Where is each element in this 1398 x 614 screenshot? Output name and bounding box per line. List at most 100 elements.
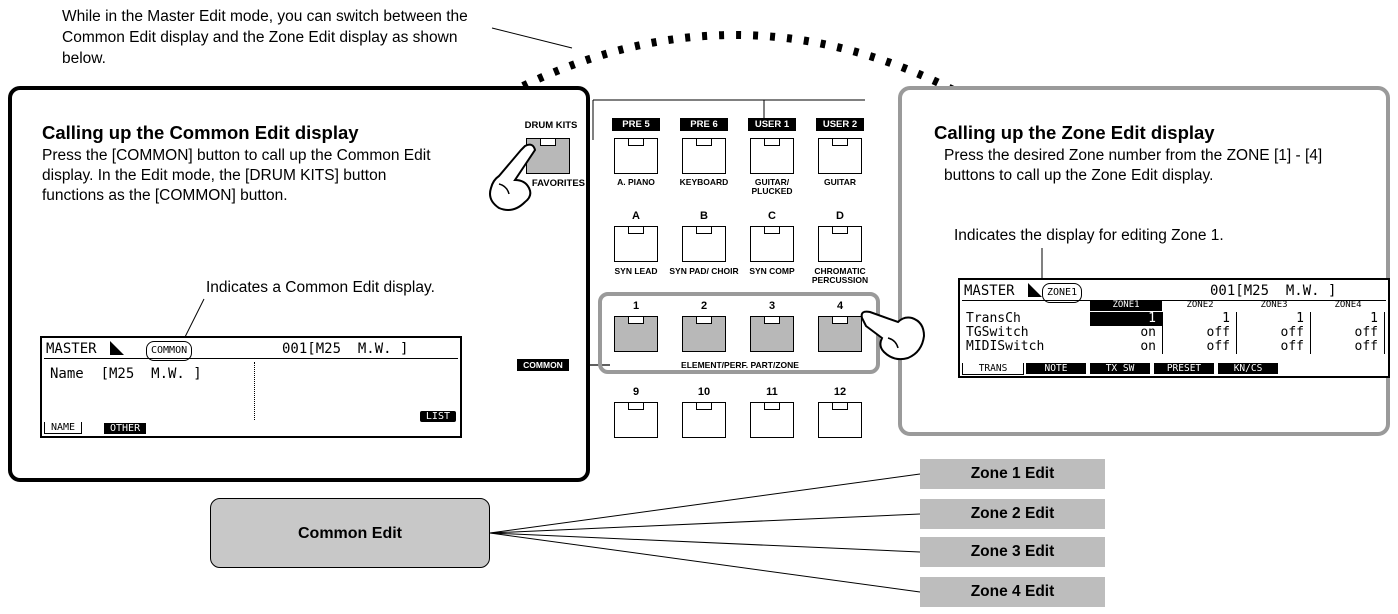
letter-button-2[interactable]	[682, 226, 726, 262]
zone-param-value[interactable]: 1	[1090, 312, 1163, 326]
zone-column-2: ZONE2	[1186, 300, 1214, 310]
drum-kits-button[interactable]	[526, 138, 570, 174]
zone-lcd-tab-1[interactable]: TRANS	[962, 363, 1024, 375]
tree-line-zone1	[489, 473, 921, 534]
letter-category-label-1: SYN LEAD	[614, 266, 658, 276]
zone4-edit-node: Zone 4 Edit	[920, 577, 1105, 607]
intro-text: While in the Master Edit mode, you can s…	[62, 8, 468, 67]
zone-button-4[interactable]	[818, 316, 862, 352]
zone-edit-lcd: MASTER ZONE1 001[M25 M.W. ] ZONE1 ZONE2 ZO…	[958, 278, 1390, 378]
lcd-tab-name[interactable]: NAME	[44, 422, 83, 434]
bank-tag-3: USER 1	[748, 118, 796, 131]
number-label-10: 10	[697, 386, 711, 398]
lcd-common-tag: COMMON	[146, 341, 193, 361]
number-button-10[interactable]	[682, 402, 726, 438]
zone-column-4: ZONE4	[1334, 300, 1362, 310]
lcd-program-name: 001[M25 M.W. ]	[1210, 283, 1337, 299]
lcd-program-name: 001[M25 M.W. ]	[282, 341, 409, 357]
zone-number-label-4: 4	[836, 300, 844, 312]
common-edit-lcd: MASTER COMMON 001[M25 M.W. ] Name [M25 M…	[40, 336, 462, 438]
zone2-edit-node: Zone 2 Edit	[920, 499, 1105, 529]
lcd-name-row: Name [M25 M.W. ]	[50, 366, 202, 382]
category-button-4[interactable]	[818, 138, 862, 174]
zone1-edit-node: Zone 1 Edit	[920, 459, 1105, 489]
number-label-12: 12	[833, 386, 847, 398]
zone-param-label: TransCh	[966, 311, 1021, 326]
zone-param-value[interactable]: 1	[1312, 312, 1385, 326]
number-button-12[interactable]	[818, 402, 862, 438]
letter-category-label-3: SYN COMP	[749, 266, 795, 276]
lcd-tab-other[interactable]: OTHER	[104, 423, 147, 434]
letter-button-1[interactable]	[614, 226, 658, 262]
letter-button-4[interactable]	[818, 226, 862, 262]
letter-category-label-4: CHROMATIC PERCUSSION	[811, 266, 869, 285]
hand-pointer-icon-right	[860, 310, 926, 361]
zone-button-1[interactable]	[614, 316, 658, 352]
zone-param-value[interactable]: off	[1238, 340, 1311, 354]
common-label: COMMON	[517, 359, 569, 371]
bank-tag-2: PRE 6	[680, 118, 728, 131]
zone-button-3[interactable]	[750, 316, 794, 352]
zone-button-2[interactable]	[682, 316, 726, 352]
letter-button-3[interactable]	[750, 226, 794, 262]
zone-column-1: ZONE1	[1090, 300, 1162, 311]
tree-line-zone2	[489, 513, 921, 534]
bank-tag-4: USER 2	[816, 118, 864, 131]
zone-lcd-tab-5[interactable]: KN/CS	[1218, 363, 1278, 374]
number-button-11[interactable]	[750, 402, 794, 438]
zone-callout-text: Indicates the display for editing Zone 1…	[954, 227, 1224, 244]
zone-param-value[interactable]: off	[1238, 326, 1311, 340]
zone-param-value[interactable]: off	[1164, 340, 1237, 354]
lcd-list-icon[interactable]: LIST	[419, 411, 456, 422]
category-button-3[interactable]	[750, 138, 794, 174]
lcd-mode: MASTER	[46, 341, 97, 357]
zone-param-value[interactable]: on	[1090, 326, 1163, 340]
zone3-edit-node: Zone 3 Edit	[920, 537, 1105, 567]
lcd-mode: MASTER	[964, 283, 1015, 299]
number-label-9: 9	[632, 386, 640, 398]
zone-param-label: TGSwitch	[966, 325, 1029, 340]
zone-edit-box: Calling up the Zone Edit display Press t…	[898, 86, 1390, 436]
zone-edit-title: Calling up the Zone Edit display	[934, 122, 1215, 143]
letter-label-4: D	[836, 210, 844, 222]
zone-column-3: ZONE3	[1260, 300, 1288, 310]
zone-lcd-tab-4[interactable]: PRESET	[1154, 363, 1214, 374]
tree-line-zone4	[489, 532, 921, 593]
category-label-3: GUITAR/ PLUCKED	[751, 177, 793, 196]
tree-line-zone3	[489, 532, 921, 553]
zone-param-label: MIDISwitch	[966, 339, 1045, 354]
common-edit-node: Common Edit	[210, 498, 490, 568]
zone-number-label-2: 2	[700, 300, 708, 312]
letter-category-label-2: SYN PAD/ CHOIR	[669, 266, 739, 276]
hand-pointer-icon	[489, 143, 537, 211]
category-button-2[interactable]	[682, 138, 726, 174]
zone-number-label-3: 3	[768, 300, 776, 312]
zone-lcd-tab-2[interactable]: NOTE	[1026, 363, 1086, 374]
zone-param-value[interactable]: off	[1312, 340, 1385, 354]
category-label-2: KEYBOARD	[679, 177, 729, 187]
number-label-11: 11	[766, 386, 778, 398]
element-part-zone-label: ELEMENT/PERF. PART/ZONE	[650, 360, 830, 370]
zone-param-value[interactable]: off	[1312, 326, 1385, 340]
number-button-9[interactable]	[614, 402, 658, 438]
zone-param-value[interactable]: on	[1090, 340, 1163, 354]
zone-param-value[interactable]: 1	[1238, 312, 1311, 326]
common-edit-box: Calling up the Common Edit display Press…	[8, 86, 590, 482]
zone-column-headers: ZONE1 ZONE2 ZONE3 ZONE4	[1090, 300, 1386, 311]
bank-tag-1: PRE 5	[612, 118, 660, 131]
common-callout-text: Indicates a Common Edit display.	[206, 279, 435, 296]
zone-lcd-tab-3[interactable]: TX SW	[1090, 363, 1150, 374]
common-edit-title: Calling up the Common Edit display	[42, 122, 359, 143]
zone-param-value[interactable]: off	[1164, 326, 1237, 340]
intro-pointer-line	[491, 27, 573, 49]
category-button-1[interactable]	[614, 138, 658, 174]
letter-label-2: B	[700, 210, 708, 222]
favorites-label: FAVORITES	[531, 178, 585, 189]
zone-param-value[interactable]: 1	[1164, 312, 1237, 326]
zone-number-label-1: 1	[632, 300, 640, 312]
